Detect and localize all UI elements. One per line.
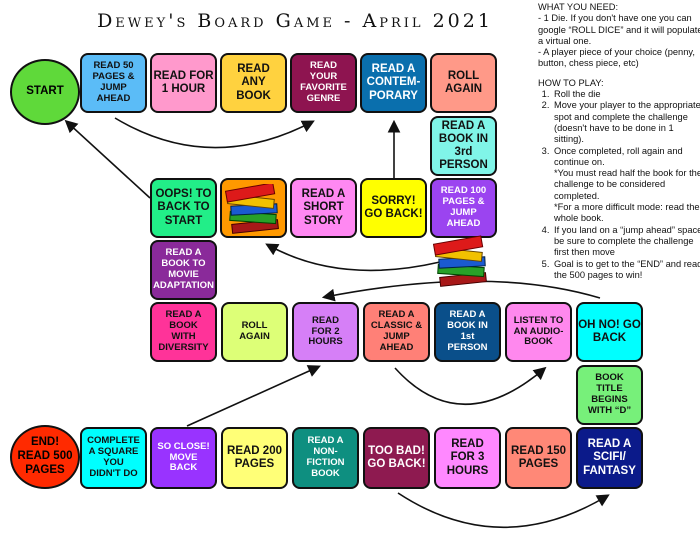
go-back-arrow <box>186 365 321 427</box>
step: Roll the die <box>552 89 700 100</box>
start-space[interactable]: START <box>10 59 80 125</box>
step: Move your player to the appropriate spot… <box>552 100 700 145</box>
space-read-50-jump[interactable]: READ 50 PAGES & JUMP AHEAD <box>80 53 147 113</box>
space-oops-back-to-start[interactable]: OOPS! TO BACK TO START <box>150 178 217 238</box>
space-read-diversity[interactable]: READ A BOOK WITH DIVERSITY <box>150 302 217 362</box>
how-to-play-heading: HOW TO PLAY: <box>538 77 604 88</box>
end-space[interactable]: END! READ 500 PAGES <box>10 425 80 489</box>
what-item: - 1 Die. If you don't have one you can g… <box>538 13 700 46</box>
go-back-arrow <box>397 492 610 529</box>
step-note: *You must read half the book for the cha… <box>554 168 700 201</box>
jump-arrow <box>265 243 441 272</box>
step-text: Once completed, roll again and continue … <box>554 145 683 167</box>
space-read-3-hours[interactable]: READ FOR 3 HOURS <box>434 427 501 489</box>
space-read-1-hour[interactable]: READ FOR 1 HOUR <box>150 53 217 113</box>
step: Goal is to get to the “END” and read the… <box>552 259 700 282</box>
space-complete-a-square[interactable]: COMPLETE A SQUARE YOU DIDN'T DO <box>80 427 147 489</box>
space-read-favorite-genre[interactable]: READ YOUR FAVORITE GENRE <box>290 53 357 113</box>
space-read-150-pages[interactable]: READ 150 PAGES <box>505 427 572 489</box>
space-read-classic-jump[interactable]: READ A CLASSIC & JUMP AHEAD <box>363 302 430 362</box>
space-roll-again-2[interactable]: ROLL AGAIN <box>221 302 288 362</box>
space-oh-no-go-back[interactable]: OH NO! GO BACK <box>576 302 643 362</box>
space-too-bad-go-back[interactable]: TOO BAD! GO BACK! <box>363 427 430 489</box>
what-you-need-heading: WHAT YOU NEED: <box>538 2 619 12</box>
step: If you land on a “jump ahead” space be s… <box>552 225 700 259</box>
space-read-3rd-person[interactable]: READ A BOOK IN 3rd PERSON <box>430 116 497 176</box>
instructions: WHAT YOU NEED: - 1 Die. If you don't hav… <box>538 2 700 281</box>
space-book-title-d[interactable]: BOOK TITLE BEGINS WITH “D” <box>576 365 643 425</box>
jump-arrow <box>394 366 547 406</box>
space-read-100-jump[interactable]: READ 100 PAGES & JUMP AHEAD <box>430 178 497 238</box>
space-read-short-story[interactable]: READ A SHORT STORY <box>290 178 357 238</box>
space-read-contemporary[interactable]: READ A CONTEM- PORARY <box>360 53 427 113</box>
space-sorry-go-back[interactable]: SORRY! GO BACK! <box>360 178 427 238</box>
space-read-nonfiction[interactable]: READ A NON- FICTION BOOK <box>292 427 359 489</box>
what-item: - A player piece of your choice (penny, … <box>538 47 695 69</box>
space-read-200-pages[interactable]: READ 200 PAGES <box>221 427 288 489</box>
books-stack-icon <box>432 235 487 287</box>
space-so-close-move-back[interactable]: SO CLOSE! MOVE BACK <box>150 427 217 489</box>
space-read-scifi-fantasy[interactable]: READ A SCIFI/ FANTASY <box>576 427 643 489</box>
space-read-movie-adaptation[interactable]: READ A BOOK TO MOVIE ADAPTATION <box>150 240 217 300</box>
space-read-1st-person[interactable]: READ A BOOK IN 1st PERSON <box>434 302 501 362</box>
step-note: *For a more difficult mode: read the who… <box>554 202 700 224</box>
steps-list: Roll the die Move your player to the app… <box>538 89 700 281</box>
space-read-2-hours[interactable]: READ FOR 2 HOURS <box>292 302 359 362</box>
books-stack-icon <box>224 184 279 234</box>
page-title: Dewey's Board Game - April 2021 <box>97 10 493 32</box>
step: Once completed, roll again and continue … <box>552 146 700 225</box>
space-listen-audiobook[interactable]: LISTEN TO AN AUDIO- BOOK <box>505 302 572 362</box>
space-roll-again[interactable]: ROLL AGAIN <box>430 53 497 113</box>
space-read-any-book[interactable]: READ ANY BOOK <box>220 53 287 113</box>
jump-arrow <box>114 117 315 149</box>
back-to-start-arrow <box>64 119 151 199</box>
